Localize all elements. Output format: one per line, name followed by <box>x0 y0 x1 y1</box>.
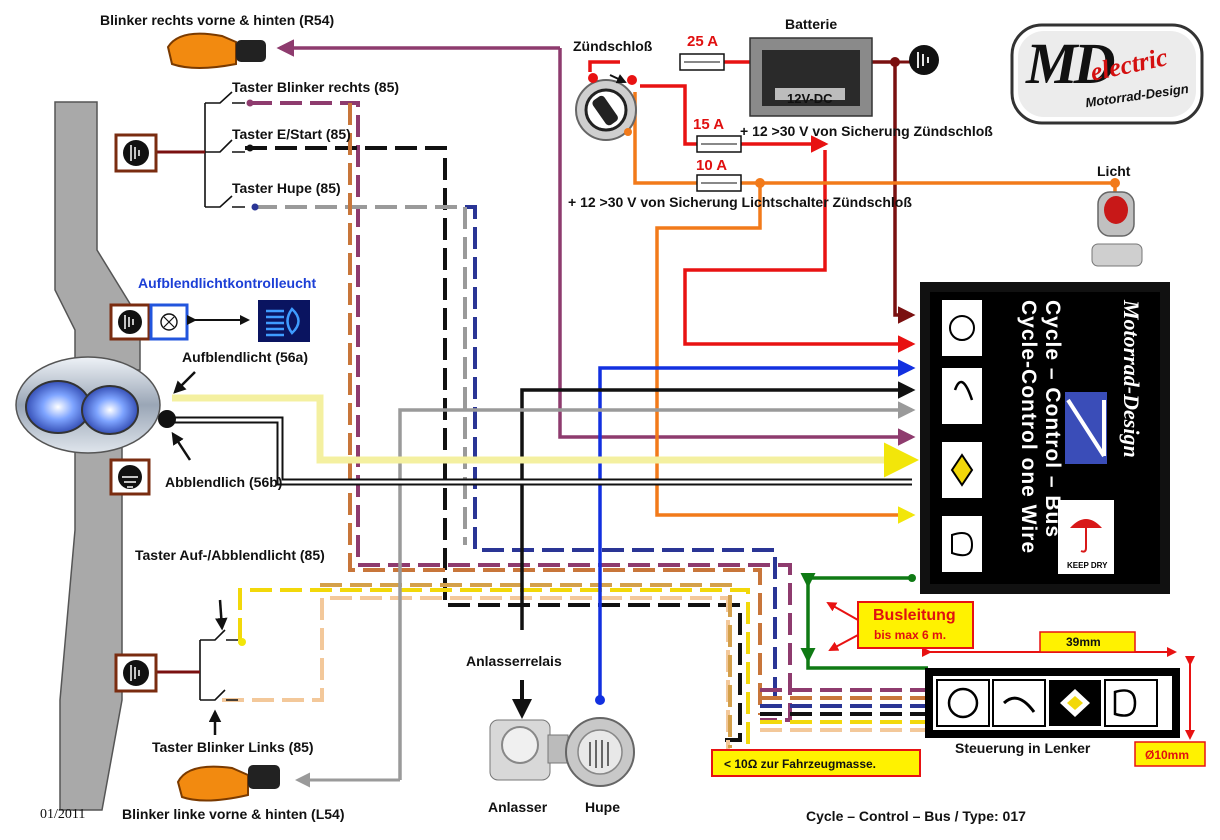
masse-note-box <box>711 749 921 777</box>
bus-label-box <box>857 601 974 649</box>
label-blinker-right: Blinker rechts vorne & hinten (R54) <box>100 12 335 28</box>
label-supply-10: + 12 >30 V von Sicherung Lichtschalter Z… <box>568 194 912 210</box>
label-battery-voltage: 12V-DC <box>787 91 833 106</box>
label-fuse-10: 10 A <box>696 157 728 174</box>
fuse-10a <box>696 174 742 192</box>
battery-ground-icon <box>909 45 939 75</box>
handlebar <box>54 101 141 811</box>
module-brand: Motorrad-Design <box>1119 300 1144 458</box>
label-licht: Licht <box>1097 163 1131 179</box>
md-logo <box>1010 23 1204 125</box>
tail-light <box>1091 191 1143 267</box>
label-aufblendlicht: Aufblendlicht (56a) <box>182 349 309 365</box>
label-fuse-25: 25 A <box>687 33 719 50</box>
headlight <box>15 356 161 454</box>
ground-box-2 <box>109 303 151 341</box>
bus-stripes <box>760 688 930 732</box>
label-abblendlicht: Abblendlich (56b) <box>165 474 283 490</box>
label-blinker-left: Blinker linke vorne & hinten (L54) <box>122 806 345 822</box>
label-busleitung: Busleitung <box>873 607 956 624</box>
label-keep-dry: KEEP DRY <box>1067 561 1108 570</box>
label-taster-blinker-links: Taster Blinker Links (85) <box>152 739 314 755</box>
starter-motor <box>489 719 569 781</box>
label-hupe: Hupe <box>585 799 620 815</box>
label-taster-estart: Taster E/Start (85) <box>232 126 351 142</box>
blinker-right <box>166 32 266 69</box>
label-supply-15: + 12 >30 V von Sicherung Zündschloß <box>740 123 993 139</box>
dim-39-box <box>1039 631 1136 653</box>
label-fuse-15: 15 A <box>693 116 725 133</box>
label-anlasserrelais: Anlasserrelais <box>466 653 562 669</box>
blinker-left <box>176 765 280 802</box>
ground-box-3 <box>109 458 151 496</box>
label-dim-10: Ø10mm <box>1145 748 1190 762</box>
label-busleitung-sub: bis max 6 m. <box>874 628 947 642</box>
label-aufblend-kontroll: Aufblendlichtkontrolleucht <box>138 275 317 291</box>
ground-box-1 <box>114 133 158 173</box>
label-zuendschloss: Zündschloß <box>573 38 653 54</box>
horn <box>565 717 635 787</box>
switch-cluster-bottom <box>157 629 238 701</box>
low-beam-wire <box>172 416 912 486</box>
handlebar-controller <box>925 668 1180 738</box>
fuse-15a <box>696 135 742 153</box>
harness-dashed <box>222 101 800 762</box>
label-batterie: Batterie <box>785 16 838 32</box>
label-anlasser: Anlasser <box>488 799 548 815</box>
logo-main: MD <box>1026 31 1115 96</box>
dim-10-box <box>1134 741 1206 767</box>
label-date: 01/2011 <box>40 807 86 822</box>
battery <box>749 37 873 117</box>
label-taster-aufabblend: Taster Auf-/Abblendlicht (85) <box>135 547 325 563</box>
ground-box-4 <box>114 653 158 693</box>
module-line1: Cycle – Control – Bus <box>1041 300 1064 539</box>
label-footer-title: Cycle – Control – Bus / Type: 017 <box>806 808 1026 824</box>
label-masse-note: < 10Ω zur Fahrzeugmasse. <box>724 757 877 771</box>
label-steuerung: Steuerung in Lenker <box>955 740 1091 756</box>
fuse-25a <box>679 53 725 71</box>
label-taster-hupe: Taster Hupe (85) <box>232 180 341 196</box>
signal-wires <box>172 39 1117 780</box>
indicator-lamp <box>149 303 189 341</box>
ignition-switch <box>575 73 637 141</box>
label-taster-blinker-right: Taster Blinker rechts (85) <box>232 79 400 95</box>
label-dim-39: 39mm <box>1066 635 1101 649</box>
module-line2: Cycle-Control one Wire <box>1017 300 1040 555</box>
control-module <box>920 282 1170 594</box>
high-beam-icon <box>258 300 310 342</box>
